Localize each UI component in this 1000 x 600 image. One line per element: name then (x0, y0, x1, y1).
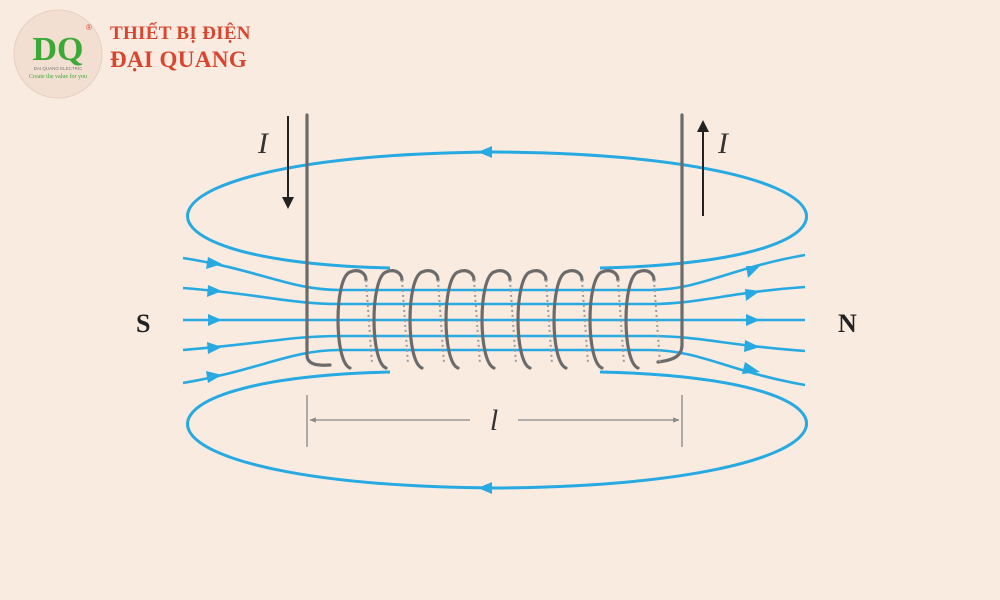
pole-north: N (838, 309, 857, 338)
logo-registered: ® (86, 23, 92, 32)
coil-turn (516, 269, 548, 370)
logo-tagline: Create the value for you (29, 73, 87, 80)
brand-line-2: ĐẠI QUANG (110, 46, 248, 72)
coil-turn (480, 269, 512, 370)
current-arrows (282, 116, 709, 216)
coil-back-turn (437, 279, 445, 365)
coil-back-turns (365, 279, 661, 365)
pole-south: S (136, 309, 150, 338)
coil-turn (408, 269, 440, 370)
coil-turn (372, 269, 404, 370)
logo-small-text: DAI QUANG ELECTRIC (34, 66, 84, 71)
coil-back-turn (653, 279, 661, 365)
field-line-2 (182, 285, 806, 306)
brand-line-1: THIẾT BỊ ĐIỆN (110, 23, 251, 44)
field-loops (186, 150, 808, 490)
length-label: l (490, 404, 498, 437)
coil-turn (552, 269, 584, 370)
length-dimension (306, 395, 683, 447)
coil-lead-right (656, 113, 684, 364)
coil-back-turn (617, 279, 625, 365)
field-line-1 (182, 253, 806, 292)
coil-turns (336, 269, 656, 370)
coil-lead-left (305, 113, 332, 367)
coil-back-turn (365, 279, 373, 365)
logo-mark: DQ (33, 31, 84, 68)
coil-turn (588, 269, 620, 370)
field-loop-top (186, 150, 808, 270)
coil-back-turn (401, 279, 409, 365)
coil-back-turn (509, 279, 517, 365)
field-loop-bottom (186, 370, 808, 490)
coil (305, 113, 684, 370)
coil-turn (444, 269, 476, 370)
current-label-left: I (257, 127, 270, 160)
coil-turn (624, 269, 656, 370)
brand-name: THIẾT BỊ ĐIỆN ĐẠI QUANG (110, 23, 251, 72)
coil-back-turn (581, 279, 589, 365)
dq-logo: DQ ® DAI QUANG ELECTRIC Create the value… (13, 9, 103, 99)
field-lines (182, 253, 806, 387)
field-line-arrows (206, 257, 760, 383)
coil-back-turn (545, 279, 553, 365)
coil-turn (336, 269, 368, 370)
field-loop-arrows (478, 146, 492, 494)
current-label-right: I (717, 127, 730, 160)
coil-back-turn (473, 279, 481, 365)
